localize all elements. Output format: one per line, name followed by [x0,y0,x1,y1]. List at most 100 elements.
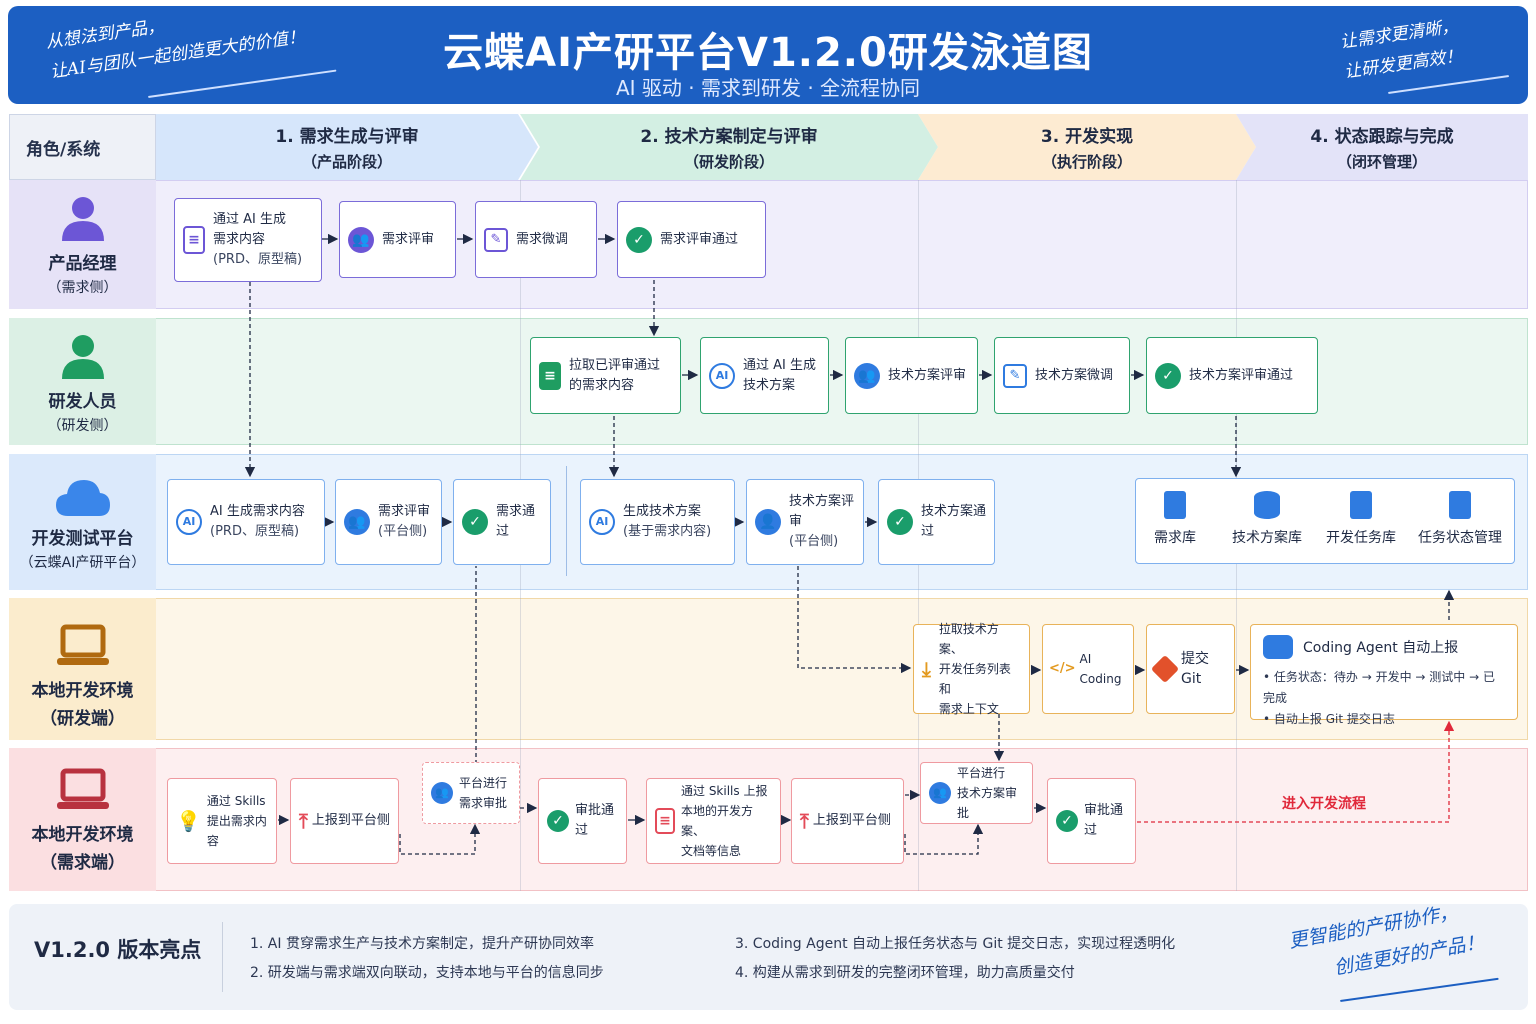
document-icon [1164,491,1186,519]
check-circle-icon: ✓ [462,509,488,535]
document-icon: ≡ [655,808,675,834]
node-pm-ai-generate[interactable]: ≡ 通过 AI 生成 需求内容 (PRD、原型稿) [174,198,322,282]
node-pf-tech-line-2: (基于需求内容) [623,524,712,539]
node-pf-tech-pass-label: 技术方案通过 [921,504,987,539]
node-lr-approve[interactable]: 👥 平台进行 需求审批 [422,762,520,824]
users-icon: 👥 [431,782,453,804]
highlights-panel [9,904,1528,1010]
highlight-item-2: 2. 研发端与需求端双向联动，支持本地与平台的信息同步 [250,965,604,981]
node-ld-ai-coding-label: AI Coding [1079,652,1122,686]
lightbulb-icon: 💡 [176,809,201,833]
node-pm-ai-line-3: (PRD、原型稿) [213,252,303,267]
lane-local-req-title: 本地开发环境 [31,824,134,845]
node-dev-pass[interactable]: ✓ 技术方案评审通过 [1146,337,1318,414]
node-pf-ai-line-2: (PRD、原型稿) [210,524,300,539]
phase-3-header: 3. 开发实现 （执行阶段） [918,114,1256,180]
node-dev-pass-label: 技术方案评审通过 [1189,367,1294,383]
node-pf-pass[interactable]: ✓ 需求通过 [453,479,551,565]
role-column-header: 角色/系统 [9,114,156,180]
check-circle-icon: ✓ [626,226,652,253]
node-pf-tech-review[interactable]: 👤 技术方案评审 (平台侧) [746,479,864,565]
header-banner: 云蝶AI产研平台V1.2.0研发泳道图 AI 驱动 · 需求到研发 · 全流程协… [8,6,1528,104]
node-lr-pass-2[interactable]: ✓ 审批通过 [1047,778,1136,864]
lane-platform-label-bg [9,454,156,590]
node-lr-upload-label: 上报到平台侧 [311,813,390,828]
node-ld-git[interactable]: 提交 Git [1146,624,1235,714]
repo-requirements[interactable]: 需求库 [1130,491,1220,547]
lane-pm-sub: （需求侧） [47,280,118,296]
repo-task-status-label: 任务状态管理 [1418,530,1502,546]
node-dev-pull[interactable]: ≡ 拉取已评审通过 的需求内容 [530,337,681,414]
node-ld-ai-coding[interactable]: </> AI Coding [1042,624,1134,714]
check-circle-icon: ✓ [1155,362,1181,389]
node-lr-pass-label: 审批通过 [575,803,615,838]
users-icon: 👥 [929,782,951,804]
node-lr-approve2-line-2: 技术方案审批 [957,786,1018,820]
node-lr-skills2-line-1: 通过 Skills 上报 [681,784,768,798]
document-icon: ≡ [183,226,205,254]
enter-dev-flow-label: 进入开发流程 [1282,796,1366,812]
node-dev-review[interactable]: 👥 技术方案评审 [845,337,978,414]
repo-tech-plans-label: 技术方案库 [1232,530,1302,546]
node-lr-upload[interactable]: ⤒ 上报到平台侧 [290,778,399,864]
phase-1-header: 1. 需求生成与评审 （产品阶段） [156,114,538,180]
lane-platform-label: 开发测试平台 （云蝶AI产研平台） [9,468,156,580]
node-lr-approve2-line-1: 平台进行 [957,766,1006,780]
repo-dev-tasks-label: 开发任务库 [1326,530,1396,546]
node-ld-pull-line-3: 需求上下文 [938,702,999,716]
cloud-icon [55,480,110,516]
node-lr-upload-2[interactable]: ⤒ 上报到平台侧 [791,778,904,864]
node-lr-pass2-label: 审批通过 [1084,803,1124,838]
node-ld-git-label: 提交 Git [1181,651,1209,687]
node-ld-pull-line-1: 拉取技术方案、 [938,622,999,656]
page-title: 云蝶AI产研平台V1.2.0研发泳道图 [443,30,1093,76]
phase-4-title: 4. 状态跟踪与完成 [1310,127,1454,147]
laptop-icon [56,624,109,665]
node-ld-pull[interactable]: ⤓ 拉取技术方案、 开发任务列表和 需求上下文 [913,622,1030,716]
node-pf-ai-generate[interactable]: AI AI 生成需求内容 (PRD、原型稿) [167,479,325,565]
lane-local-dev-title: 本地开发环境 [31,680,134,701]
page-subtitle: AI 驱动 · 需求到研发 · 全流程协同 [615,76,921,100]
node-lr-pass[interactable]: ✓ 审批通过 [538,778,627,864]
phase-3-title: 3. 开发实现 [1040,127,1134,147]
node-pf-tech-review-line-2: (平台侧) [789,534,839,549]
database-icon [1254,491,1280,519]
check-circle-icon: ✓ [887,509,913,535]
platform-split-divider [566,466,567,576]
document-icon: ≡ [539,361,561,390]
node-pm-pass[interactable]: ✓ 需求评审通过 [617,201,766,278]
download-icon: ⤓ [922,657,931,681]
lane-local-dev-sub: （研发端） [40,708,125,729]
platform-repositories: 需求库 技术方案库 开发任务库 任务状态管理 [1135,478,1515,564]
node-pf-tech-pass[interactable]: ✓ 技术方案通过 [878,479,995,565]
node-lr-skills[interactable]: 💡 通过 Skills 提出需求内容 [167,778,277,864]
node-lr-approve-2[interactable]: 👥 平台进行 技术方案审批 [920,762,1033,824]
repo-dev-tasks[interactable]: 开发任务库 [1316,491,1406,547]
phase-1-title: 1. 需求生成与评审 [275,127,419,147]
highlights-divider [222,922,223,992]
code-icon: </> [1049,661,1076,676]
node-pm-adjust[interactable]: ✎ 需求微调 [475,201,597,278]
node-dev-adjust-label: 技术方案微调 [1035,367,1114,383]
node-dev-adjust[interactable]: ✎ 技术方案微调 [994,337,1130,414]
node-pm-review[interactable]: 👥 需求评审 [339,201,456,278]
phase-4-sub: （闭环管理） [1336,153,1427,171]
node-pf-pass-label: 需求通过 [496,504,536,539]
repo-tech-plans[interactable]: 技术方案库 [1222,491,1312,547]
node-ld-agent-bullet-2: • 自动上报 Git 提交日志 [1263,712,1395,726]
node-pf-review[interactable]: 👥 需求评审 (平台侧) [335,479,442,565]
node-lr-upload2-label: 上报到平台侧 [812,813,891,828]
lane-dev-title: 研发人员 [48,392,117,412]
node-lr-approve-line-2: 需求审批 [459,796,508,810]
lane-pm-title: 产品经理 [48,254,117,274]
node-lr-skills-2[interactable]: ≡ 通过 Skills 上报 本地的开发方案、 文档等信息 [646,778,781,864]
ai-gear-icon: AI [709,362,735,389]
repo-task-status[interactable]: 任务状态管理 [1412,491,1508,547]
node-dev-ai-generate[interactable]: AI 通过 AI 生成 技术方案 [700,337,829,414]
phase-1-sub: （产品阶段） [301,153,392,171]
lane-platform-sub: （云蝶AI产研平台） [19,555,146,571]
node-pf-tech-generate[interactable]: AI 生成技术方案 (基于需求内容) [580,479,735,565]
phase-3-sub: （执行阶段） [1041,153,1132,171]
node-ld-coding-agent[interactable]: Coding Agent 自动上报 • 任务状态：待办 → 开发中 → 测试中 … [1250,624,1518,726]
node-ld-agent-bullet-1: • 任务状态：待办 → 开发中 → 测试中 → 已完成 [1263,670,1495,705]
